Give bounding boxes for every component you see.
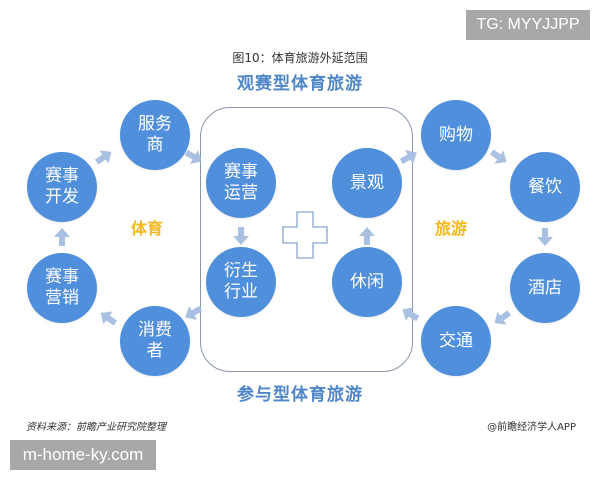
arrow-icon: [92, 145, 116, 168]
arrow-icon: [233, 227, 249, 245]
arrow-icon: [181, 302, 205, 325]
node-landscape: 景观: [332, 148, 402, 218]
participatory-sports-tourism-title: 参与型体育旅游: [237, 385, 363, 405]
node-shopping: 购物: [421, 100, 491, 170]
arrow-icon: [397, 146, 421, 169]
tourism-category-label: 旅游: [435, 219, 468, 238]
arrow-icon: [96, 306, 120, 329]
node-event-operations: 赛事运营: [206, 148, 276, 218]
arrow-icon: [398, 303, 422, 326]
source-note: 资料来源：前瞻产业研究院整理: [26, 422, 166, 433]
sports-category-label: 体育: [131, 219, 164, 238]
node-leisure: 休闲: [332, 247, 402, 317]
watermark-badge-top: TG: MYYJJPP: [466, 10, 590, 40]
watermark-badge-bottom: m-home-ky.com: [10, 440, 156, 470]
node-dining: 餐饮: [510, 152, 580, 222]
arrow-icon: [490, 306, 514, 329]
arrow-icon: [537, 228, 553, 246]
node-transportation: 交通: [421, 306, 491, 376]
node-service-provider: 服务商: [120, 100, 190, 170]
node-event-marketing: 赛事营销: [27, 253, 97, 323]
spectator-sports-tourism-title: 观赛型体育旅游: [237, 74, 363, 94]
arrow-icon: [54, 228, 70, 246]
node-hotel: 酒店: [510, 253, 580, 323]
arrow-icon: [487, 145, 511, 168]
figure-title: 图10：体育旅游外延范围: [232, 51, 368, 65]
center-frame: [200, 107, 413, 372]
node-consumer: 消费者: [120, 306, 190, 376]
arrow-icon: [359, 227, 375, 245]
arrow-icon: [182, 146, 206, 169]
node-event-development: 赛事开发: [27, 152, 97, 222]
credit-note: @前瞻经济学人APP: [487, 422, 576, 433]
plus-icon: [282, 211, 328, 259]
node-derivative-industries: 衍生行业: [206, 247, 276, 317]
